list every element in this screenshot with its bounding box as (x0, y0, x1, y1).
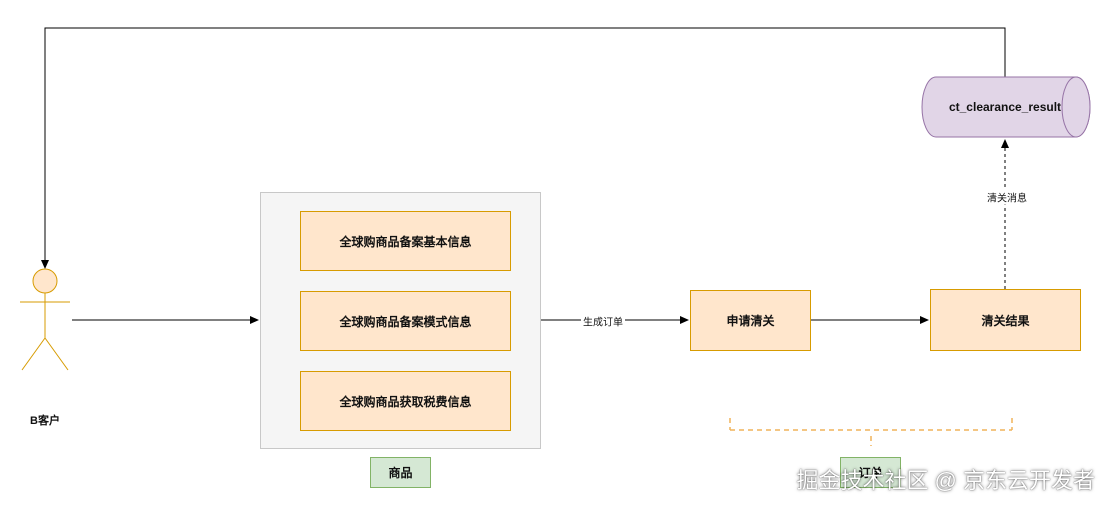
clearance-result-node: 清关结果 (930, 289, 1081, 351)
clearance-result-text: 清关结果 (981, 313, 1030, 328)
product-tax-info-text: 全球购商品获取税费信息 (339, 394, 472, 409)
customer-actor-figure (20, 268, 70, 371)
apply-clearance-node: 申请清关 (690, 290, 811, 351)
product-tax-info-node: 全球购商品获取税费信息 (300, 371, 511, 431)
product-mode-info-node: 全球购商品备案模式信息 (300, 291, 511, 351)
product-basic-info-node: 全球购商品备案基本信息 (300, 211, 511, 271)
result-table-cylinder (921, 76, 1091, 138)
feedback-edge (41, 27, 1006, 269)
customer-actor-label: B客户 (30, 415, 60, 427)
generate-order-edge-label: 生成订单 (581, 313, 625, 329)
order-group-label: 订单 (840, 457, 901, 488)
order-brace (729, 418, 1013, 446)
product-group-label-text: 商品 (388, 466, 413, 480)
clearance-message-edge-label: 清关消息 (985, 189, 1029, 205)
product-mode-info-text: 全球购商品备案模式信息 (339, 314, 472, 329)
product-group-label: 商品 (370, 457, 431, 488)
result-table-label: ct_clearance_result (948, 100, 1062, 114)
order-group-label-text: 订单 (858, 466, 883, 480)
product-basic-info-text: 全球购商品备案基本信息 (339, 234, 472, 249)
apply-clearance-text: 申请清关 (726, 314, 775, 328)
watermark-text: 掘金技术社区 @ 京东云开发者 (796, 468, 1095, 493)
